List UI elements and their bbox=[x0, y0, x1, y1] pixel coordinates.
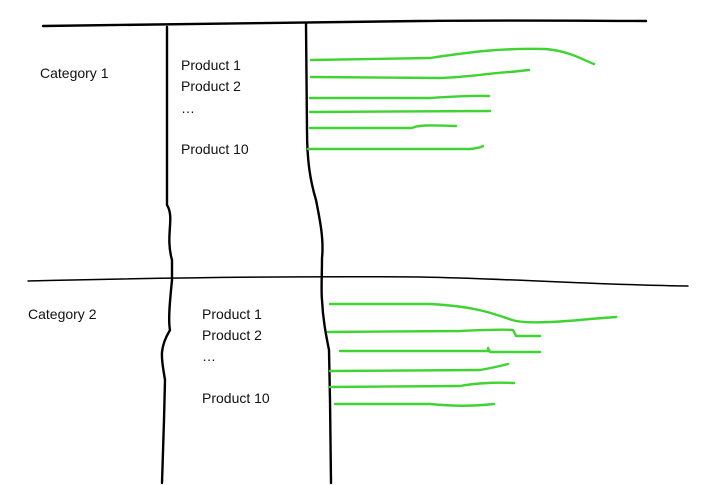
bar bbox=[326, 328, 542, 338]
category-label: Category 1 bbox=[40, 65, 109, 81]
column-line-left bbox=[160, 25, 174, 485]
section-divider bbox=[27, 275, 689, 287]
section-1-bars bbox=[306, 47, 596, 151]
product-label: Product 1 bbox=[202, 306, 262, 322]
bar bbox=[306, 144, 485, 151]
bar bbox=[328, 302, 618, 324]
bar bbox=[328, 381, 516, 389]
bar bbox=[333, 402, 496, 407]
ellipsis-label: … bbox=[181, 100, 195, 116]
section-2-bars bbox=[326, 302, 618, 407]
ellipsis-label: … bbox=[202, 348, 216, 364]
product-label: Product 10 bbox=[202, 390, 270, 406]
category-label: Category 2 bbox=[28, 306, 97, 322]
bar bbox=[338, 346, 542, 354]
product-label: Product 10 bbox=[181, 141, 249, 157]
column-line-right bbox=[304, 22, 333, 485]
bar bbox=[328, 362, 510, 373]
bar bbox=[308, 109, 492, 114]
bar bbox=[309, 68, 531, 80]
product-label: Product 1 bbox=[181, 57, 241, 73]
product-label: Product 2 bbox=[181, 78, 241, 94]
bar bbox=[309, 47, 596, 66]
bar bbox=[308, 94, 491, 100]
top-rule bbox=[41, 19, 648, 28]
product-label: Product 2 bbox=[202, 327, 262, 343]
bar bbox=[308, 124, 458, 130]
